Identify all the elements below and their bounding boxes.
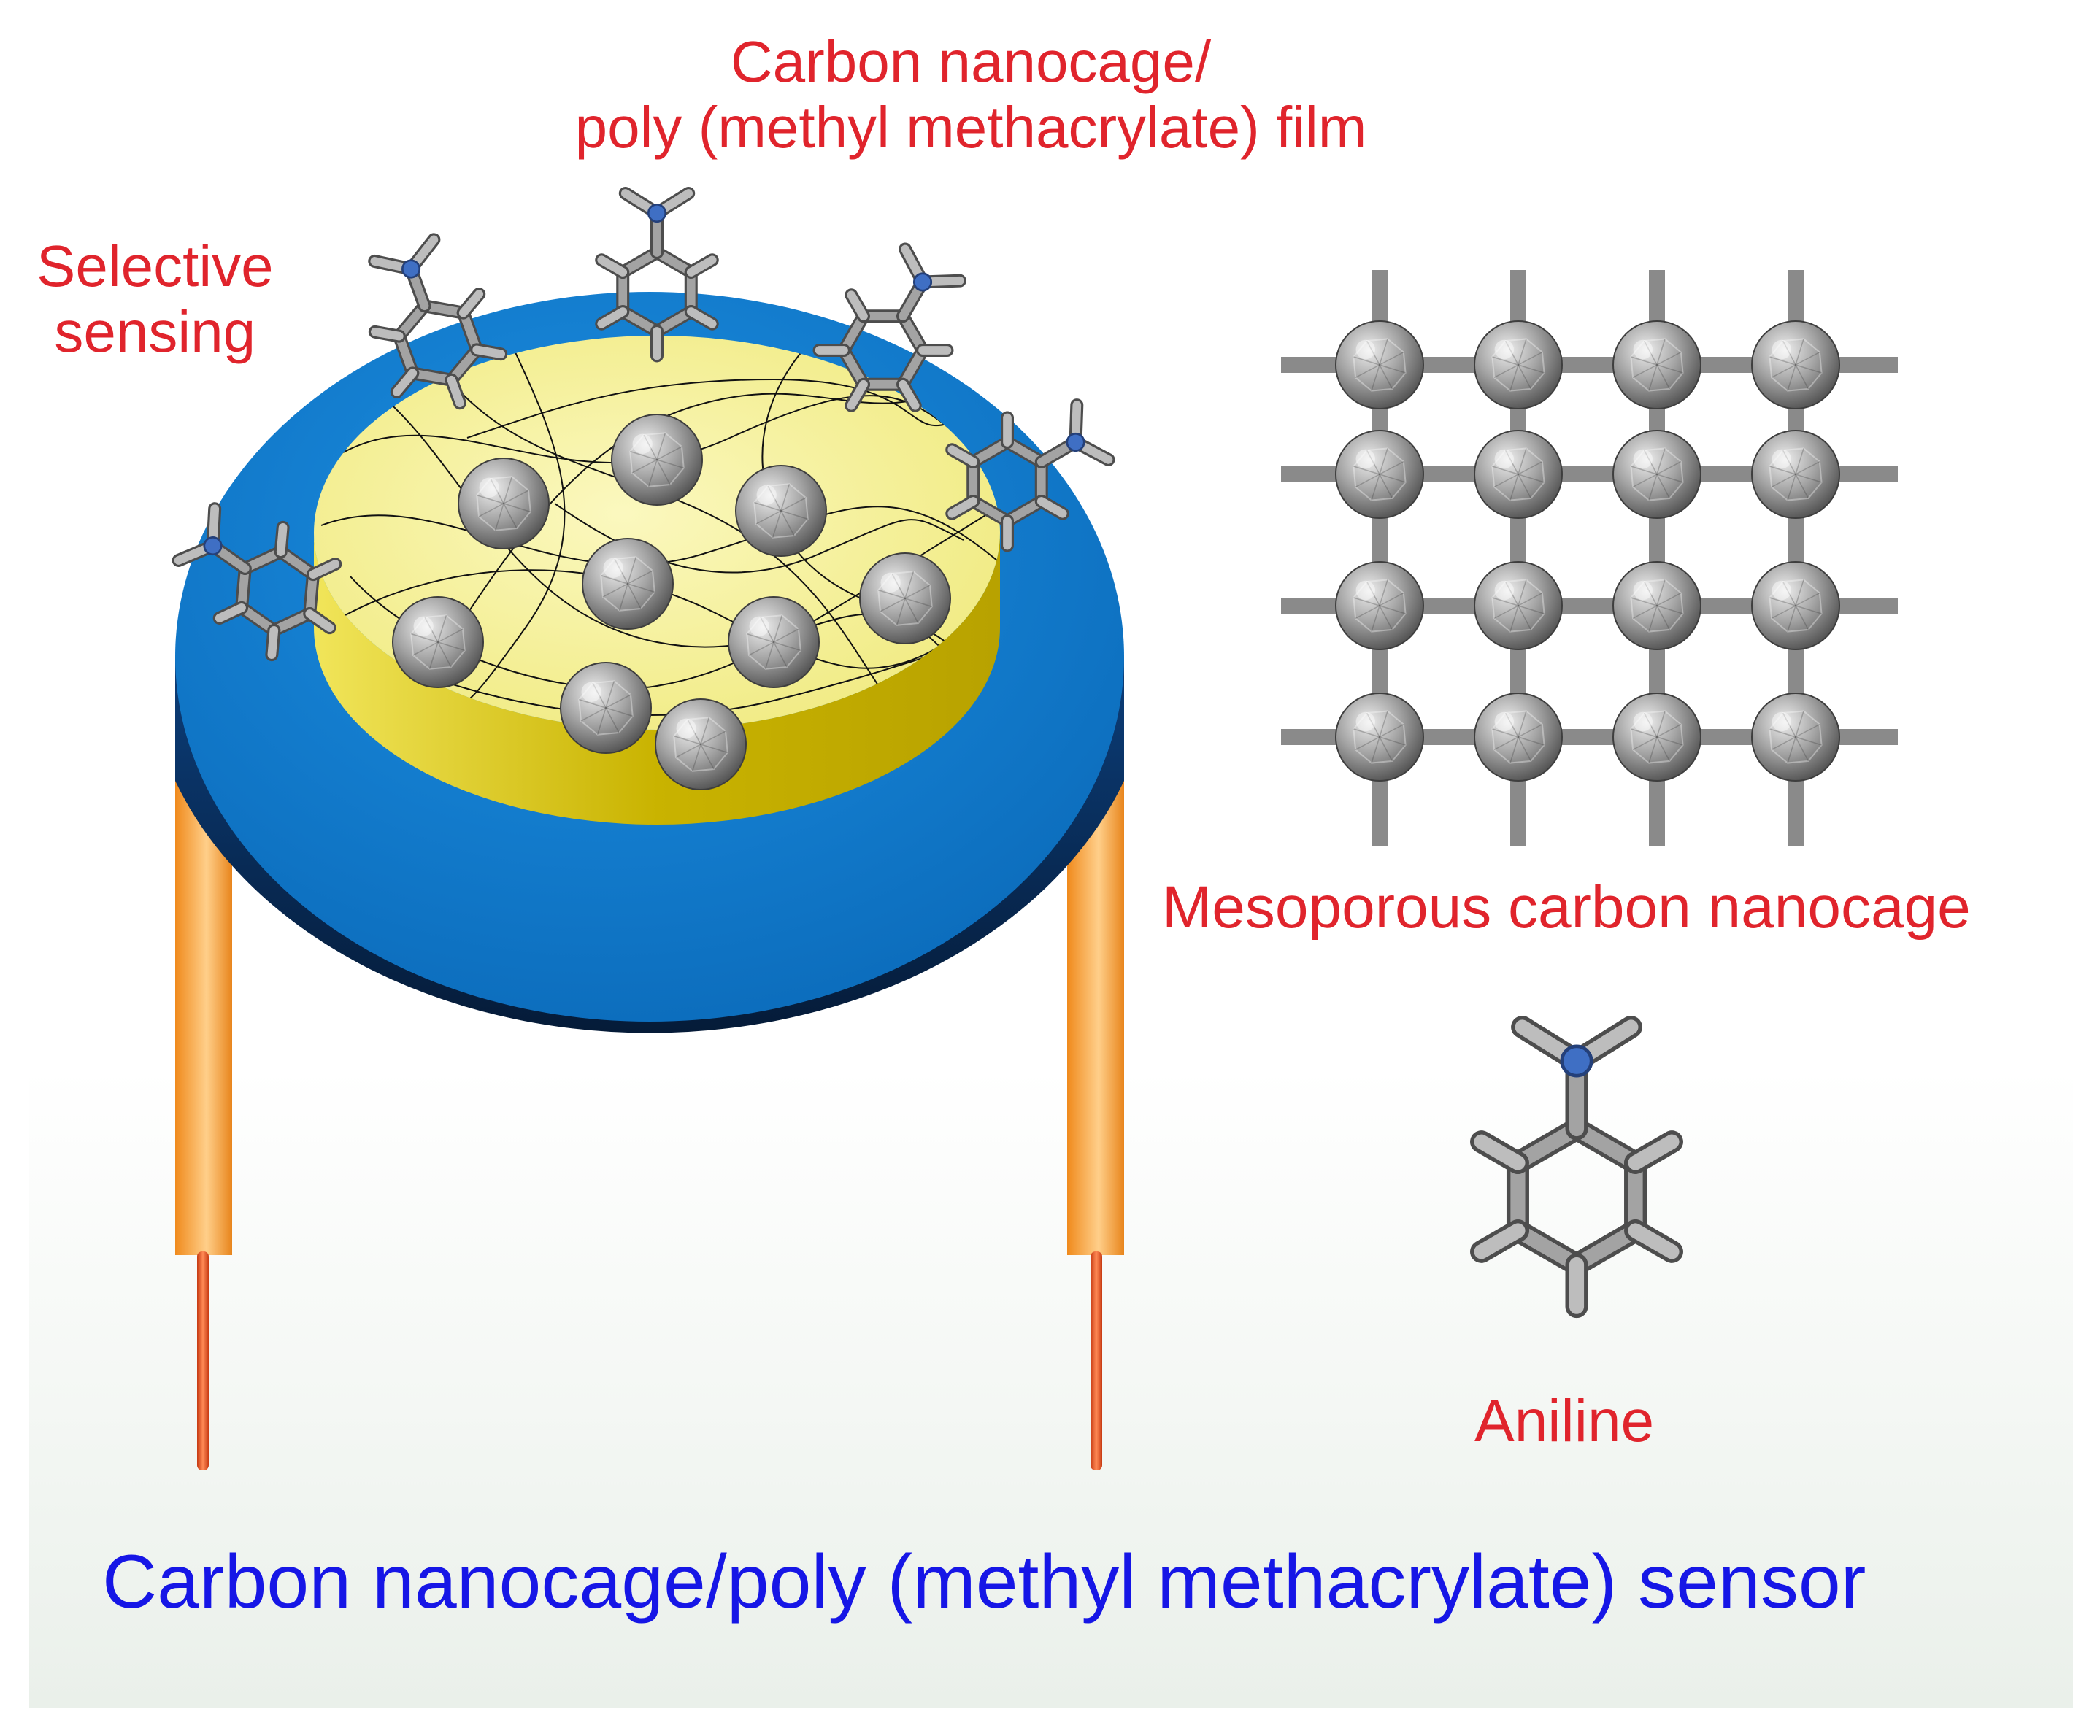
nanocage-lattice bbox=[1281, 270, 1898, 846]
aniline-icon bbox=[368, 233, 508, 410]
nanocage-icon bbox=[611, 414, 703, 506]
selective-sensing-label: Selective sensing bbox=[36, 234, 274, 364]
nanocage-icon bbox=[735, 465, 827, 557]
nanocage-icon bbox=[1335, 693, 1424, 782]
nanocage-icon bbox=[582, 538, 674, 630]
selective-label-line2: sensing bbox=[54, 298, 256, 364]
nanocage-icon bbox=[655, 698, 747, 790]
lattice-strut bbox=[1281, 598, 1898, 614]
adsorbed-aniline-molecules bbox=[172, 186, 1115, 662]
nanocage-icon bbox=[1751, 320, 1840, 409]
aniline-icon bbox=[945, 398, 1115, 552]
nanocage-icon bbox=[1751, 693, 1840, 782]
nanocage-icon bbox=[458, 458, 550, 549]
nanocage-icon bbox=[1335, 561, 1424, 650]
polymer-chains bbox=[320, 342, 1000, 723]
lattice-strut bbox=[1281, 466, 1898, 482]
film-label-line2: poly (methyl methacrylate) film bbox=[574, 94, 1367, 160]
nanocage-icon bbox=[1612, 561, 1701, 650]
nanocage-icon bbox=[1474, 561, 1563, 650]
nanocage-icon bbox=[1335, 430, 1424, 519]
mesoporous-label: Mesoporous carbon nanocage bbox=[1162, 874, 1971, 941]
nanocage-icon bbox=[1612, 320, 1701, 409]
aniline-icon bbox=[595, 186, 719, 363]
nanocage-icon bbox=[1335, 320, 1424, 409]
nanocage-icon bbox=[392, 596, 484, 688]
lattice-strut bbox=[1281, 357, 1898, 373]
film-nanocages bbox=[392, 414, 951, 790]
lattice-strut bbox=[1281, 729, 1898, 745]
nanocage-icon bbox=[1474, 430, 1563, 519]
selective-label-line1: Selective bbox=[36, 234, 274, 298]
polymer-film bbox=[314, 336, 1000, 825]
nanocage-icon bbox=[1751, 430, 1840, 519]
aniline-icon bbox=[812, 242, 966, 412]
left-wire bbox=[197, 1251, 209, 1470]
nanocage-icon bbox=[728, 596, 820, 688]
nanocage-icon bbox=[1612, 430, 1701, 519]
nanocage-icon bbox=[1612, 693, 1701, 782]
right-wire bbox=[1091, 1251, 1102, 1470]
aniline-label: Aniline bbox=[1474, 1388, 1655, 1454]
film-label-line1: Carbon nanocage/ bbox=[730, 29, 1212, 94]
sensor-title: Carbon nanocage/poly (methyl methacrylat… bbox=[102, 1540, 1866, 1624]
aniline-icon bbox=[1470, 1016, 1683, 1319]
nanocage-icon bbox=[859, 552, 951, 644]
nanocage-icon bbox=[560, 662, 652, 754]
film-side bbox=[314, 533, 1000, 825]
nanocage-icon bbox=[1474, 693, 1563, 782]
film-top bbox=[314, 336, 1000, 730]
aniline-icon bbox=[172, 502, 342, 662]
aniline-molecule bbox=[1470, 1016, 1683, 1319]
film-label: Carbon nanocage/ poly (methyl methacryla… bbox=[575, 29, 1367, 160]
nanocage-icon bbox=[1474, 320, 1563, 409]
nanocage-icon bbox=[1751, 561, 1840, 650]
